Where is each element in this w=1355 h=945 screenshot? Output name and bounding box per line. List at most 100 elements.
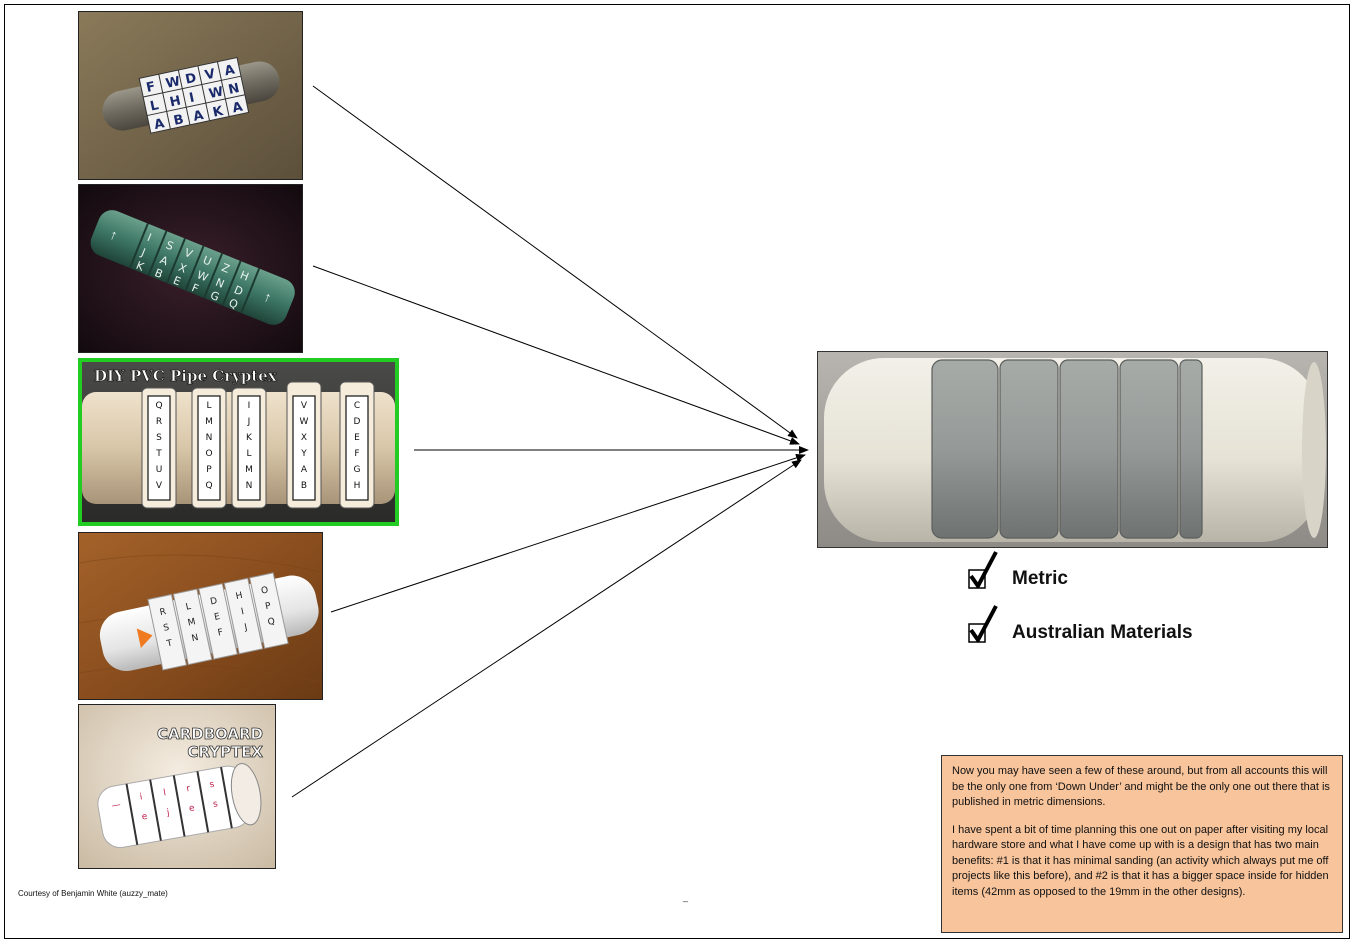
- svg-text:S: S: [164, 238, 175, 253]
- svg-text:I: I: [248, 401, 251, 411]
- svg-text:I: I: [240, 607, 245, 617]
- svg-text:P: P: [264, 601, 272, 612]
- svg-text:I: I: [188, 91, 196, 107]
- svg-text:A: A: [192, 108, 205, 125]
- svg-text:e: e: [141, 812, 149, 823]
- photo-cardboard-cryptex: — i l r s e j e s CARDBOARD CRYPTEX: [78, 704, 276, 869]
- svg-text:s: s: [209, 780, 216, 791]
- credit-text: Courtesy of Benjamin White (auzzy_mate): [18, 889, 168, 898]
- svg-text:Q: Q: [267, 617, 276, 628]
- svg-text:A: A: [301, 465, 308, 475]
- svg-text:D: D: [354, 417, 361, 427]
- svg-text:A: A: [231, 100, 244, 117]
- diy-overlay-title: DIY PVC Pipe Cryptex: [94, 367, 278, 385]
- arrow-1: [312, 85, 798, 439]
- photo-finished-cryptex: [817, 351, 1328, 548]
- svg-text:e: e: [188, 803, 196, 814]
- cardboard-overlay-line2: CRYPTEX: [187, 743, 263, 761]
- svg-text:X: X: [301, 433, 307, 443]
- cardboard-overlay-line1: CARDBOARD: [157, 725, 263, 743]
- svg-text:N: N: [227, 81, 241, 98]
- svg-text:H: H: [354, 481, 361, 491]
- svg-text:T: T: [155, 449, 162, 459]
- svg-text:O: O: [205, 449, 212, 459]
- note-paragraph-1: Now you may have seen a few of these aro…: [952, 765, 1330, 808]
- svg-text:L: L: [149, 98, 160, 114]
- svg-text:G: G: [354, 465, 361, 475]
- svg-text:R: R: [156, 417, 162, 427]
- page-frame: [4, 4, 1350, 939]
- svg-text:O: O: [260, 585, 269, 596]
- svg-text:T: T: [165, 638, 174, 649]
- arrow-5: [291, 459, 802, 798]
- svg-text:s: s: [212, 799, 219, 810]
- svg-text:S: S: [163, 623, 171, 634]
- svg-text:M: M: [205, 417, 213, 427]
- svg-text:H: H: [168, 93, 182, 110]
- svg-text:M: M: [245, 465, 253, 475]
- svg-text:C: C: [354, 401, 360, 411]
- svg-text:K: K: [246, 433, 253, 443]
- checkbox-checked-icon: [968, 551, 998, 589]
- svg-text:S: S: [156, 433, 162, 443]
- checklist-item-metric: Metric: [1012, 568, 1068, 589]
- note-paragraph-2: I have spent a bit of time planning this…: [952, 823, 1329, 898]
- svg-text:W: W: [300, 417, 309, 427]
- arrow-4: [330, 454, 806, 613]
- svg-text:J: J: [247, 417, 251, 427]
- svg-text:E: E: [171, 274, 182, 289]
- svg-text:B: B: [153, 266, 165, 281]
- svg-text:V: V: [301, 401, 308, 411]
- svg-text:j: j: [165, 808, 170, 818]
- svg-text:L: L: [185, 602, 192, 613]
- svg-text:Q: Q: [155, 401, 162, 411]
- svg-text:H: H: [235, 591, 244, 602]
- svg-text:R: R: [159, 607, 167, 618]
- svg-text:V: V: [156, 481, 163, 491]
- svg-text:E: E: [213, 612, 221, 623]
- svg-text:l: l: [163, 788, 167, 798]
- svg-text:L: L: [246, 449, 251, 459]
- svg-text:W: W: [208, 84, 225, 102]
- svg-text:A: A: [223, 63, 236, 80]
- svg-text:W: W: [195, 268, 210, 284]
- svg-text:E: E: [354, 433, 360, 443]
- svg-text:Q: Q: [205, 481, 212, 491]
- svg-text:r: r: [186, 784, 192, 795]
- svg-text:A: A: [153, 116, 166, 133]
- svg-text:I: I: [145, 231, 153, 244]
- description-note: Now you may have seen a few of these aro…: [941, 755, 1343, 933]
- svg-text:K: K: [212, 104, 226, 121]
- svg-text:N: N: [246, 481, 253, 491]
- svg-text:P: P: [206, 465, 212, 475]
- svg-text:N: N: [206, 433, 213, 443]
- svg-text:Y: Y: [300, 449, 307, 459]
- svg-text:F: F: [354, 449, 359, 459]
- checklist-item-australian-materials: Australian Materials: [1012, 622, 1193, 643]
- svg-text:L: L: [206, 401, 211, 411]
- svg-text:U: U: [156, 465, 163, 475]
- svg-text:F: F: [145, 79, 157, 96]
- checkbox-checked-icon: [968, 605, 998, 643]
- svg-text:i: i: [139, 792, 143, 802]
- svg-text:N: N: [191, 633, 200, 644]
- svg-text:W: W: [164, 74, 181, 92]
- arrow-2: [312, 265, 800, 445]
- svg-text:M: M: [187, 617, 197, 628]
- svg-text:F: F: [217, 628, 224, 639]
- svg-text:—: —: [111, 800, 122, 811]
- svg-text:F: F: [190, 281, 201, 295]
- svg-text:B: B: [301, 481, 307, 491]
- svg-text:J: J: [138, 245, 147, 259]
- svg-text:V: V: [204, 67, 217, 84]
- svg-text:D: D: [184, 71, 198, 88]
- svg-text:B: B: [172, 112, 185, 129]
- footer-mark: _: [683, 892, 689, 902]
- svg-text:J: J: [243, 623, 249, 634]
- svg-text:D: D: [209, 596, 218, 607]
